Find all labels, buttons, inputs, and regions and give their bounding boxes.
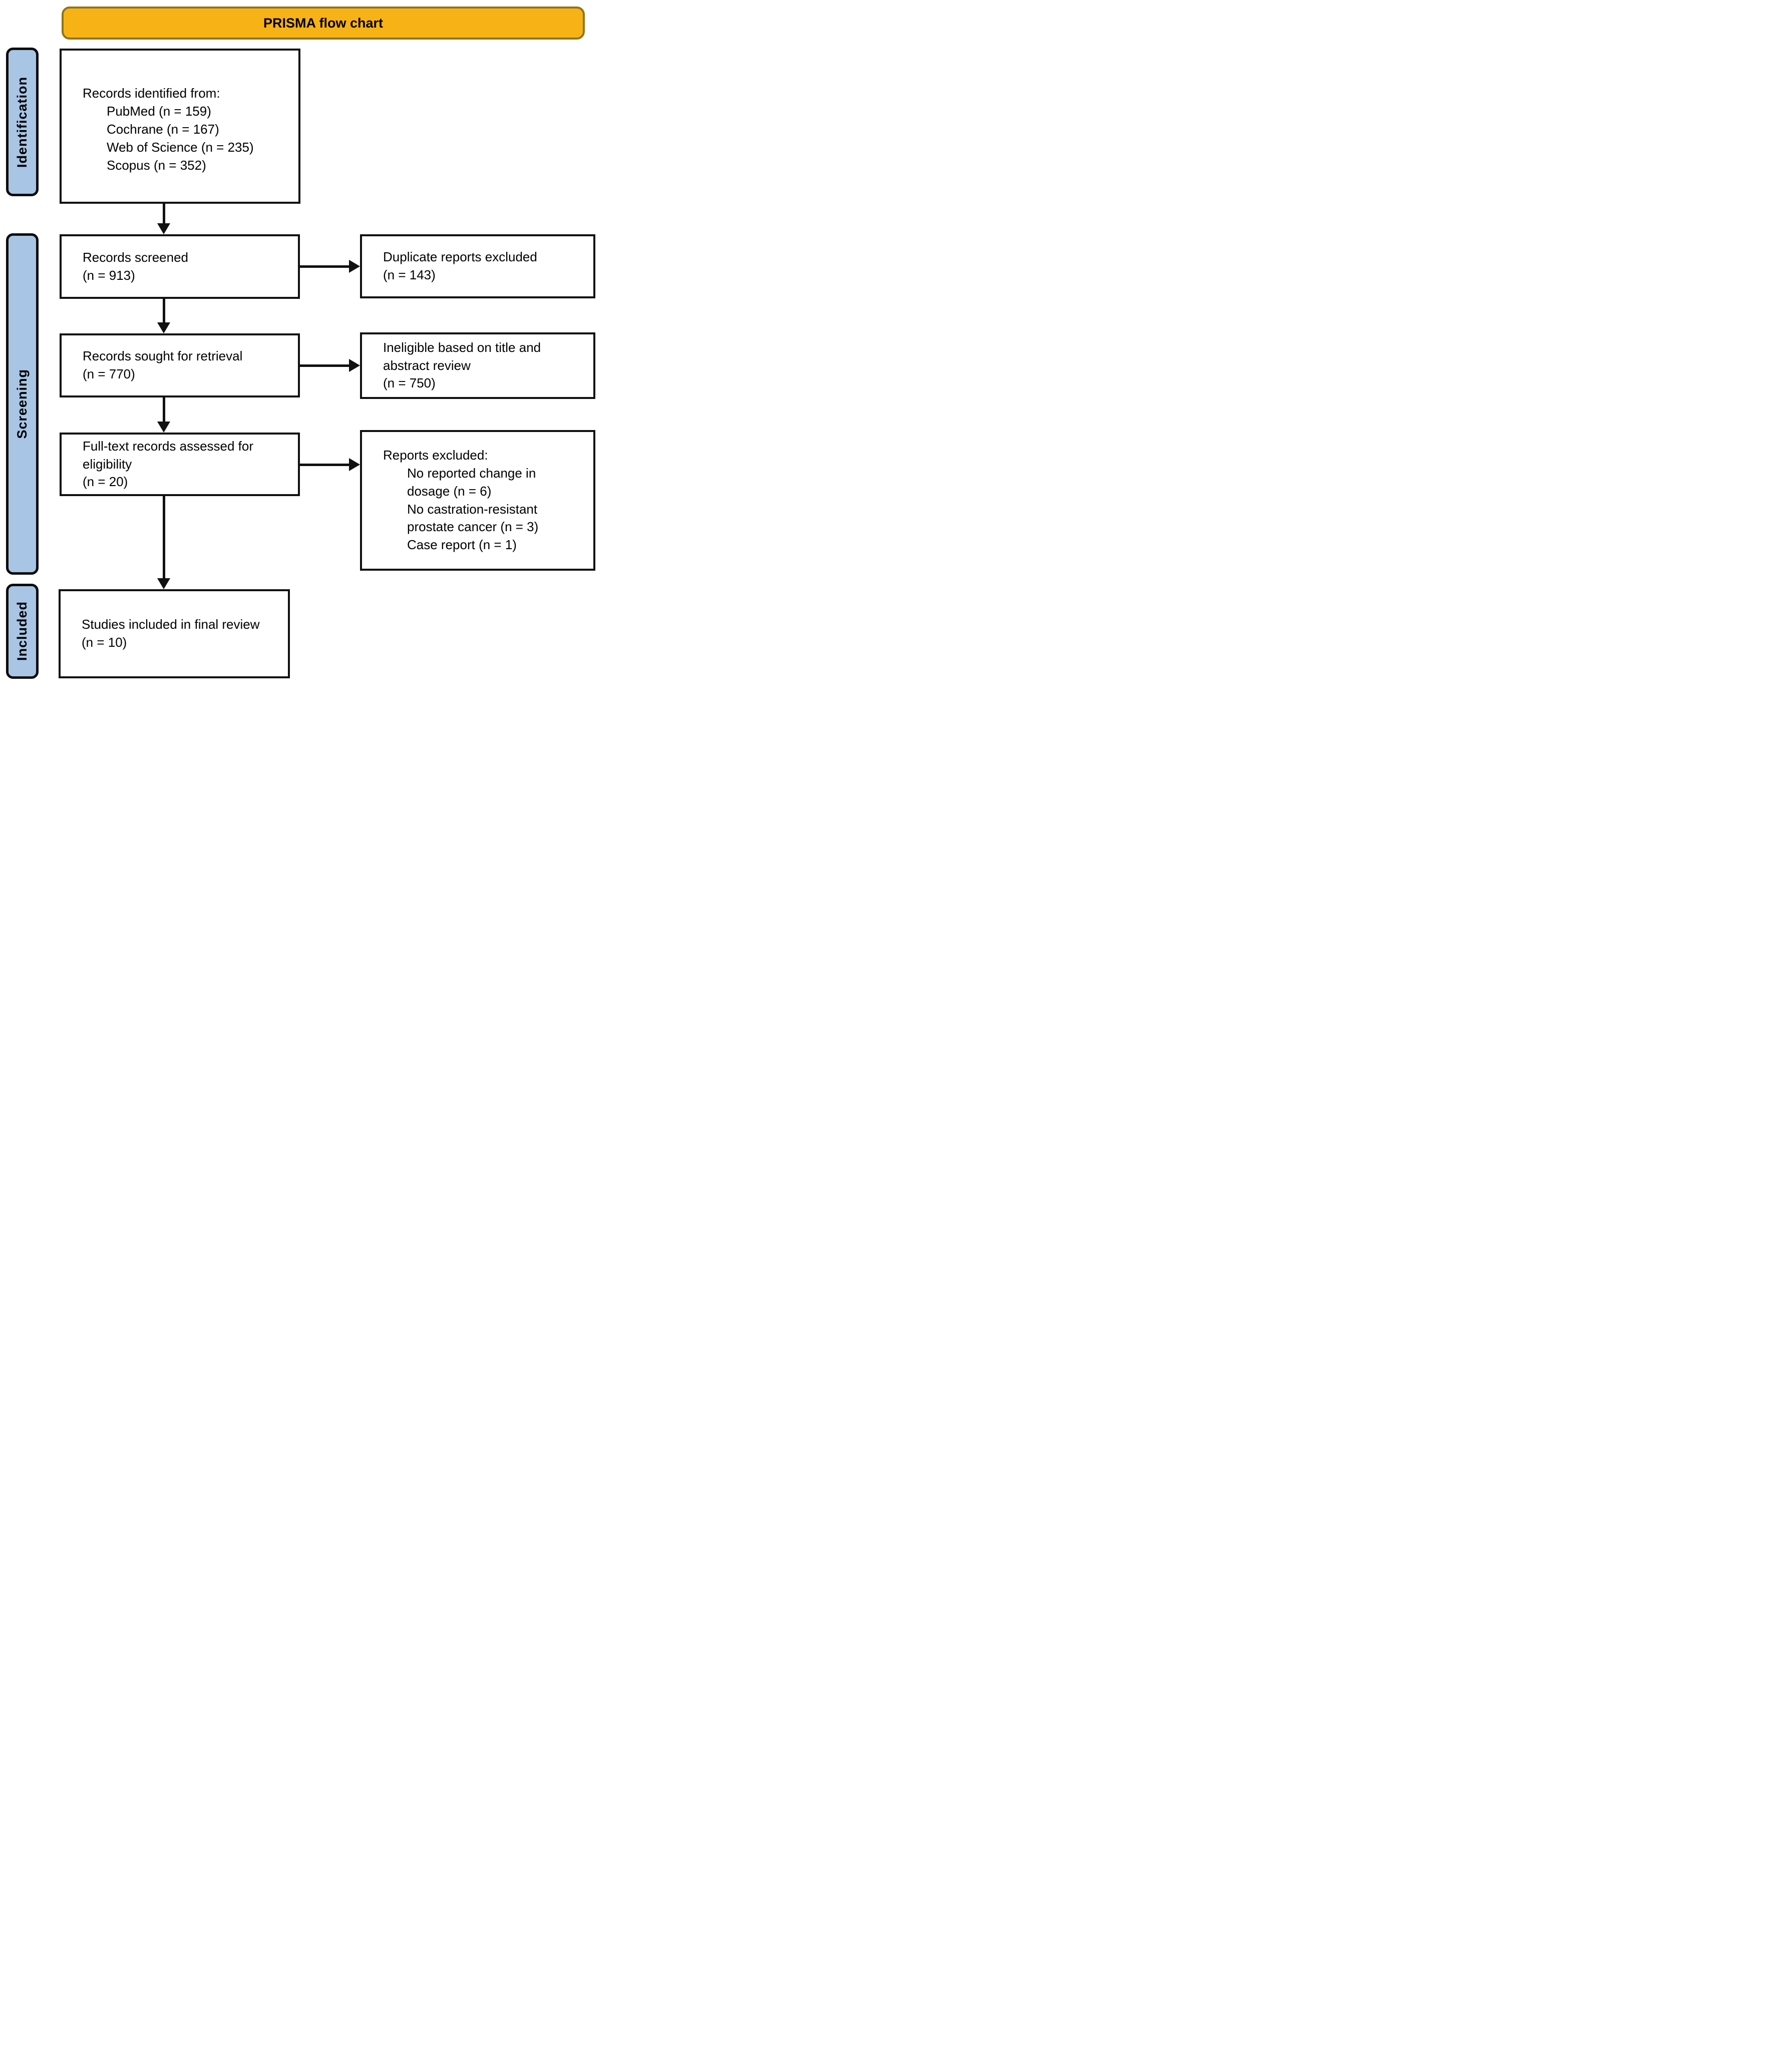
- box-line: (n = 10): [82, 635, 127, 650]
- box-item: Case report (n = 1): [407, 537, 517, 553]
- flow-box-fulltext-assessed: Full-text records assessed for eligibili…: [60, 433, 300, 496]
- box-line: Records sought for retrieval: [83, 348, 243, 364]
- prisma-banner: PRISMA flow chart: [62, 7, 585, 40]
- box-line: (n = 750): [383, 375, 436, 391]
- stage-label-screening: Screening: [15, 369, 30, 439]
- box-item: Scopus (n = 352): [107, 157, 206, 173]
- diagram-title: PRISMA flow chart: [263, 15, 384, 31]
- stage-bar-screening: Screening: [6, 233, 39, 575]
- box-line: Full-text records assessed for eligibili…: [83, 438, 254, 472]
- box-line: (n = 913): [83, 267, 135, 283]
- box-line: Duplicate reports excluded: [383, 249, 537, 265]
- flow-box-ineligible: Ineligible based on title and abstract r…: [360, 332, 595, 399]
- stage-label-included: Included: [15, 601, 30, 661]
- flow-box-studies-included: Studies included in final review (n = 10…: [59, 589, 290, 678]
- prisma-flow-diagram: PRISMA flow chart Identification Screeni…: [0, 0, 597, 686]
- box-item: No reported change in dosage (n = 6): [407, 465, 536, 499]
- box-line: Records identified from:: [83, 86, 220, 101]
- flow-box-reports-excluded: Reports excluded: No reported change in …: [360, 430, 595, 571]
- box-item: Cochrane (n = 167): [107, 122, 219, 137]
- box-item: PubMed (n = 159): [107, 104, 211, 119]
- box-line: Studies included in final review: [82, 617, 260, 632]
- box-item: No castration-resistant prostate cancer …: [407, 501, 539, 535]
- box-line: (n = 20): [83, 474, 128, 490]
- stage-label-identification: Identification: [15, 76, 30, 168]
- flow-box-records-sought: Records sought for retrieval (n = 770): [60, 333, 300, 397]
- box-line: (n = 143): [383, 267, 436, 282]
- box-line: Records screened: [83, 249, 188, 265]
- flow-box-records-identified: Records identified from: PubMed (n = 159…: [60, 49, 300, 204]
- box-item: Web of Science (n = 235): [107, 139, 254, 155]
- stage-bar-identification: Identification: [6, 48, 39, 196]
- flow-box-duplicates-excluded: Duplicate reports excluded (n = 143): [360, 234, 595, 298]
- box-line: Reports excluded:: [383, 447, 488, 463]
- box-line: (n = 770): [83, 366, 135, 381]
- box-line: Ineligible based on title and abstract r…: [383, 339, 541, 373]
- stage-bar-included: Included: [6, 584, 39, 679]
- flow-box-records-screened: Records screened (n = 913): [60, 234, 300, 299]
